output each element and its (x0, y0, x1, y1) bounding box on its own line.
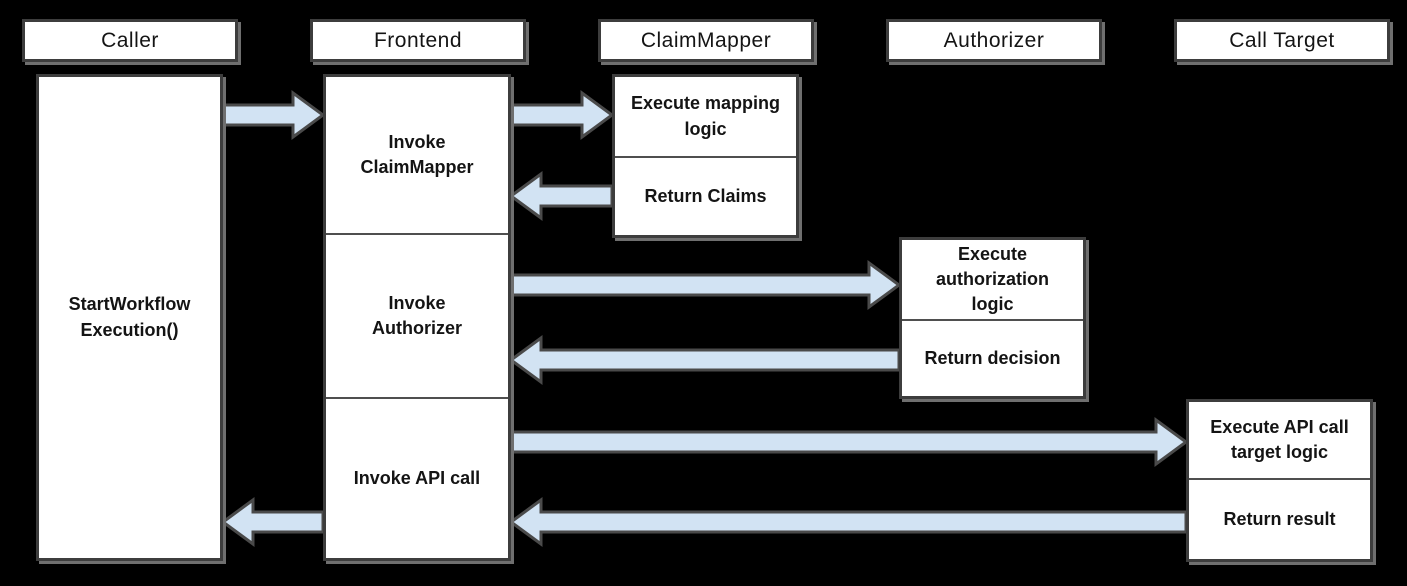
calltarget-activation-box: Execute API call target logic Return res… (1186, 399, 1373, 562)
arrow-authorizer-return-to-frontend (508, 335, 901, 385)
arrow-frontend-to-calltarget (509, 417, 1189, 467)
segment-execute-api-call-target-logic: Execute API call target logic (1189, 402, 1370, 478)
authorizer-activation-box: Execute authorization logic Return decis… (899, 237, 1086, 399)
lifeline-header-authorizer: Authorizer (886, 19, 1102, 62)
lifeline-label-claimmapper: ClaimMapper (640, 28, 772, 52)
arrow-caller-to-frontend (221, 90, 326, 140)
segment-label: Return Claims (644, 185, 767, 206)
segment-execute-authorization-logic: Execute authorization logic (902, 240, 1083, 319)
lifeline-header-caller: Caller (22, 19, 238, 62)
segment-label: Execute API call target logic (1210, 416, 1349, 462)
segment-return-claims: Return Claims (615, 156, 796, 235)
lifeline-label-frontend: Frontend (373, 28, 463, 52)
segment-start-workflow-execution: StartWorkflow Execution() (39, 77, 220, 558)
segment-label: Return decision (924, 347, 1061, 368)
frontend-activation-box: Invoke ClaimMapper Invoke Authorizer Inv… (323, 74, 511, 561)
segment-label: Execute mapping logic (630, 93, 781, 139)
segment-label: Return result (1223, 508, 1336, 529)
arrow-calltarget-return-to-frontend (508, 497, 1188, 547)
segment-return-decision: Return decision (902, 319, 1083, 396)
segment-execute-mapping-logic: Execute mapping logic (615, 77, 796, 156)
segment-invoke-api-call: Invoke API call (326, 397, 508, 558)
arrow-claimmapper-return-to-frontend (508, 171, 614, 221)
segment-label: Invoke ClaimMapper (360, 131, 474, 177)
segment-label: StartWorkflow Execution() (68, 294, 191, 340)
segment-label: Invoke API call (353, 467, 481, 488)
segment-invoke-claimmapper: Invoke ClaimMapper (326, 77, 508, 233)
segment-return-result: Return result (1189, 478, 1370, 559)
lifeline-label-caller: Caller (101, 28, 159, 52)
caller-activation-box: StartWorkflow Execution() (36, 74, 223, 561)
segment-invoke-authorizer: Invoke Authorizer (326, 233, 508, 397)
arrow-frontend-to-claimmapper (509, 90, 615, 140)
arrow-frontend-return-to-caller (220, 497, 325, 547)
lifeline-label-authorizer: Authorizer (943, 28, 1045, 52)
segment-label: Execute authorization logic (936, 243, 1049, 315)
segment-label: Invoke Authorizer (372, 292, 462, 338)
lifeline-header-frontend: Frontend (310, 19, 526, 62)
claimmapper-activation-box: Execute mapping logic Return Claims (612, 74, 799, 238)
lifeline-header-calltarget: Call Target (1174, 19, 1390, 62)
lifeline-label-calltarget: Call Target (1229, 28, 1335, 52)
lifeline-header-claimmapper: ClaimMapper (598, 19, 814, 62)
arrow-frontend-to-authorizer (509, 260, 902, 310)
